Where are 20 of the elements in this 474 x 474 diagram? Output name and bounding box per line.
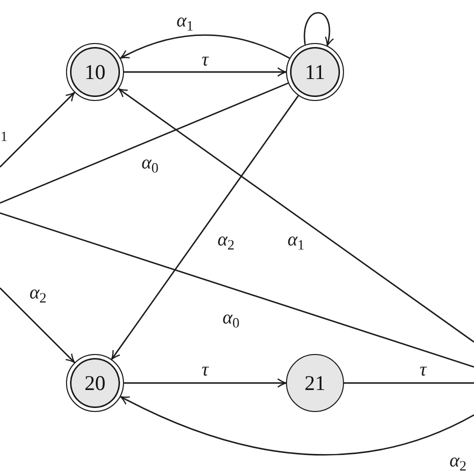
edge-label: α$_{2}$ [29,284,47,302]
double-circle-state [66,354,124,412]
edge-label: α$_{0}$ [141,154,159,172]
connector-line [344,382,474,384]
edge-label: α$_{2}$ [217,230,235,250]
edge-label: τ [420,360,426,380]
connector-line [0,82,288,204]
state-label: 21 [304,372,326,394]
edge-label: 1 [0,131,8,145]
double-circle-state [66,43,124,101]
state-label: 11 [304,62,326,82]
state-label: 10 [84,62,106,82]
edge-label: α$_{2}$ [449,452,467,470]
edge-label: τ [202,50,208,70]
transition-label: α$_{0}$ [222,308,240,328]
edge-label: α$_{1}$ [176,12,194,30]
double-circle-state [286,43,344,101]
state-label: 20 [84,372,106,394]
edge-label: α$_{1}$ [287,230,305,250]
edge-label: τ [202,360,208,380]
